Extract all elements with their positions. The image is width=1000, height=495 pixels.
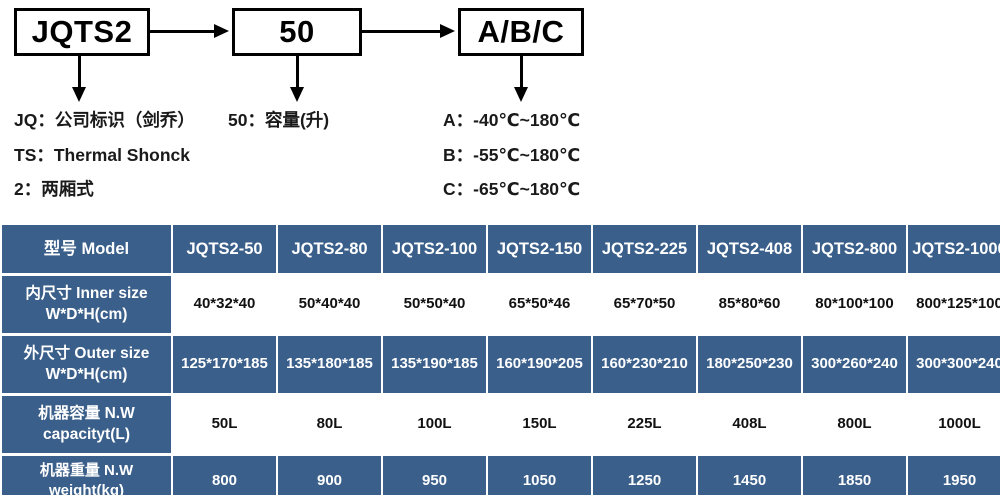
legend-item-b: B：-55℃~180℃ [443, 144, 581, 165]
table-cell: 180*250*230 [698, 336, 801, 393]
table-cell: 135*190*185 [383, 336, 486, 393]
table-cell: 135*180*185 [278, 336, 381, 393]
table-cell: 40*32*40 [173, 276, 276, 333]
table-cell: 65*70*50 [593, 276, 696, 333]
table-cell: 150L [488, 396, 591, 453]
table-cell: 800*125*100 [908, 276, 1000, 333]
row-header-cell: 机器容量 N.W capacityt(L) [2, 396, 171, 453]
table-cell: 80L [278, 396, 381, 453]
table-cell: 1950 [908, 456, 1000, 495]
legend-item-c: C：-65℃~180℃ [443, 179, 581, 199]
column-header-cell: JQTS2-408 [698, 225, 801, 273]
connector-model-to-volume [150, 30, 218, 33]
table-cell: 225L [593, 396, 696, 453]
row-header-label-line2: W*D*H(cm) [45, 365, 128, 383]
droplines-model [78, 56, 81, 89]
arrowhead-volume-to-temp [440, 24, 455, 38]
table-cell: 300*260*240 [803, 336, 906, 393]
table-cell: 1000L [908, 396, 1000, 453]
column-header-cell: JQTS2-1000 [908, 225, 1000, 273]
table-cell: 1250 [593, 456, 696, 495]
table-cell: 50L [173, 396, 276, 453]
diagram-box-temperature: A/B/C [458, 8, 584, 56]
droplines-temperature [520, 56, 523, 89]
table-cell: 900 [278, 456, 381, 495]
connector-volume-to-temp [362, 30, 440, 33]
table-cell: 160*190*205 [488, 336, 591, 393]
table-cell: 1050 [488, 456, 591, 495]
row-header-label-line1: 机器重量 N.W [39, 461, 134, 479]
legend-item-a: A：-40℃~180℃ [443, 110, 581, 130]
table-cell: 408L [698, 396, 801, 453]
row-header-label-line2: capacityt(L) [43, 425, 130, 443]
column-header-cell: JQTS2-80 [278, 225, 381, 273]
column-header-cell: JQTS2-50 [173, 225, 276, 273]
column-header-cell: JQTS2-225 [593, 225, 696, 273]
diagram-box-model: JQTS2 [14, 8, 150, 56]
table-cell: 950 [383, 456, 486, 495]
legend-temperature-codes: A：-40℃~180℃ B：-55℃~180℃ C：-65℃~180℃ [443, 110, 581, 216]
column-header-cell: JQTS2-100 [383, 225, 486, 273]
legend-model-codes: JQ：公司标识（剑乔） TS：Thermal Shonck 2：两厢式 [14, 110, 195, 216]
row-header-label-line2: weight(kg) [49, 482, 124, 495]
legend-item-jq: JQ：公司标识（剑乔） [14, 110, 195, 130]
table-cell: 800 [173, 456, 276, 495]
table-cell: 1450 [698, 456, 801, 495]
model-naming-diagram: JQTS2 50 A/B/C JQ：公司标识（剑乔） TS：Thermal Sh… [0, 0, 1000, 215]
column-header-cell: JQTS2-150 [488, 225, 591, 273]
legend-item-2: 2：两厢式 [14, 179, 94, 199]
table-cell: 50*40*40 [278, 276, 381, 333]
column-header-cell: JQTS2-800 [803, 225, 906, 273]
diagram-box-volume: 50 [232, 8, 362, 56]
table-cell: 125*170*185 [173, 336, 276, 393]
table-cell: 160*230*210 [593, 336, 696, 393]
row-header-label-line2: W*D*H(cm) [45, 305, 128, 323]
row-header-label-line1: 外尺寸 Outer size [23, 344, 150, 362]
row-header-cell: 机器重量 N.W weight(kg) [2, 456, 171, 495]
table-cell: 800L [803, 396, 906, 453]
arrowhead-model-down [72, 87, 86, 102]
table-cell: 65*50*46 [488, 276, 591, 333]
droplines-volume [296, 56, 299, 89]
row-header-cell: 型号 Model [2, 225, 171, 273]
legend-volume-codes: 50：容量(升) [228, 110, 330, 147]
legend-item-50: 50：容量(升) [228, 110, 330, 130]
arrowhead-model-to-volume [214, 24, 229, 38]
table-cell: 85*80*60 [698, 276, 801, 333]
row-header-label-line1: 内尺寸 Inner size [25, 284, 148, 302]
table-cell: 80*100*100 [803, 276, 906, 333]
table-cell: 300*300*240 [908, 336, 1000, 393]
legend-item-ts: TS：Thermal Shonck [14, 144, 191, 165]
arrowhead-volume-down [290, 87, 304, 102]
row-header-label-line1: 机器容量 N.W [38, 404, 135, 422]
row-header-label-line1: 型号 Model [43, 239, 130, 258]
table-cell: 100L [383, 396, 486, 453]
arrowhead-temperature-down [514, 87, 528, 102]
table-cell: 1850 [803, 456, 906, 495]
table-cell: 50*50*40 [383, 276, 486, 333]
